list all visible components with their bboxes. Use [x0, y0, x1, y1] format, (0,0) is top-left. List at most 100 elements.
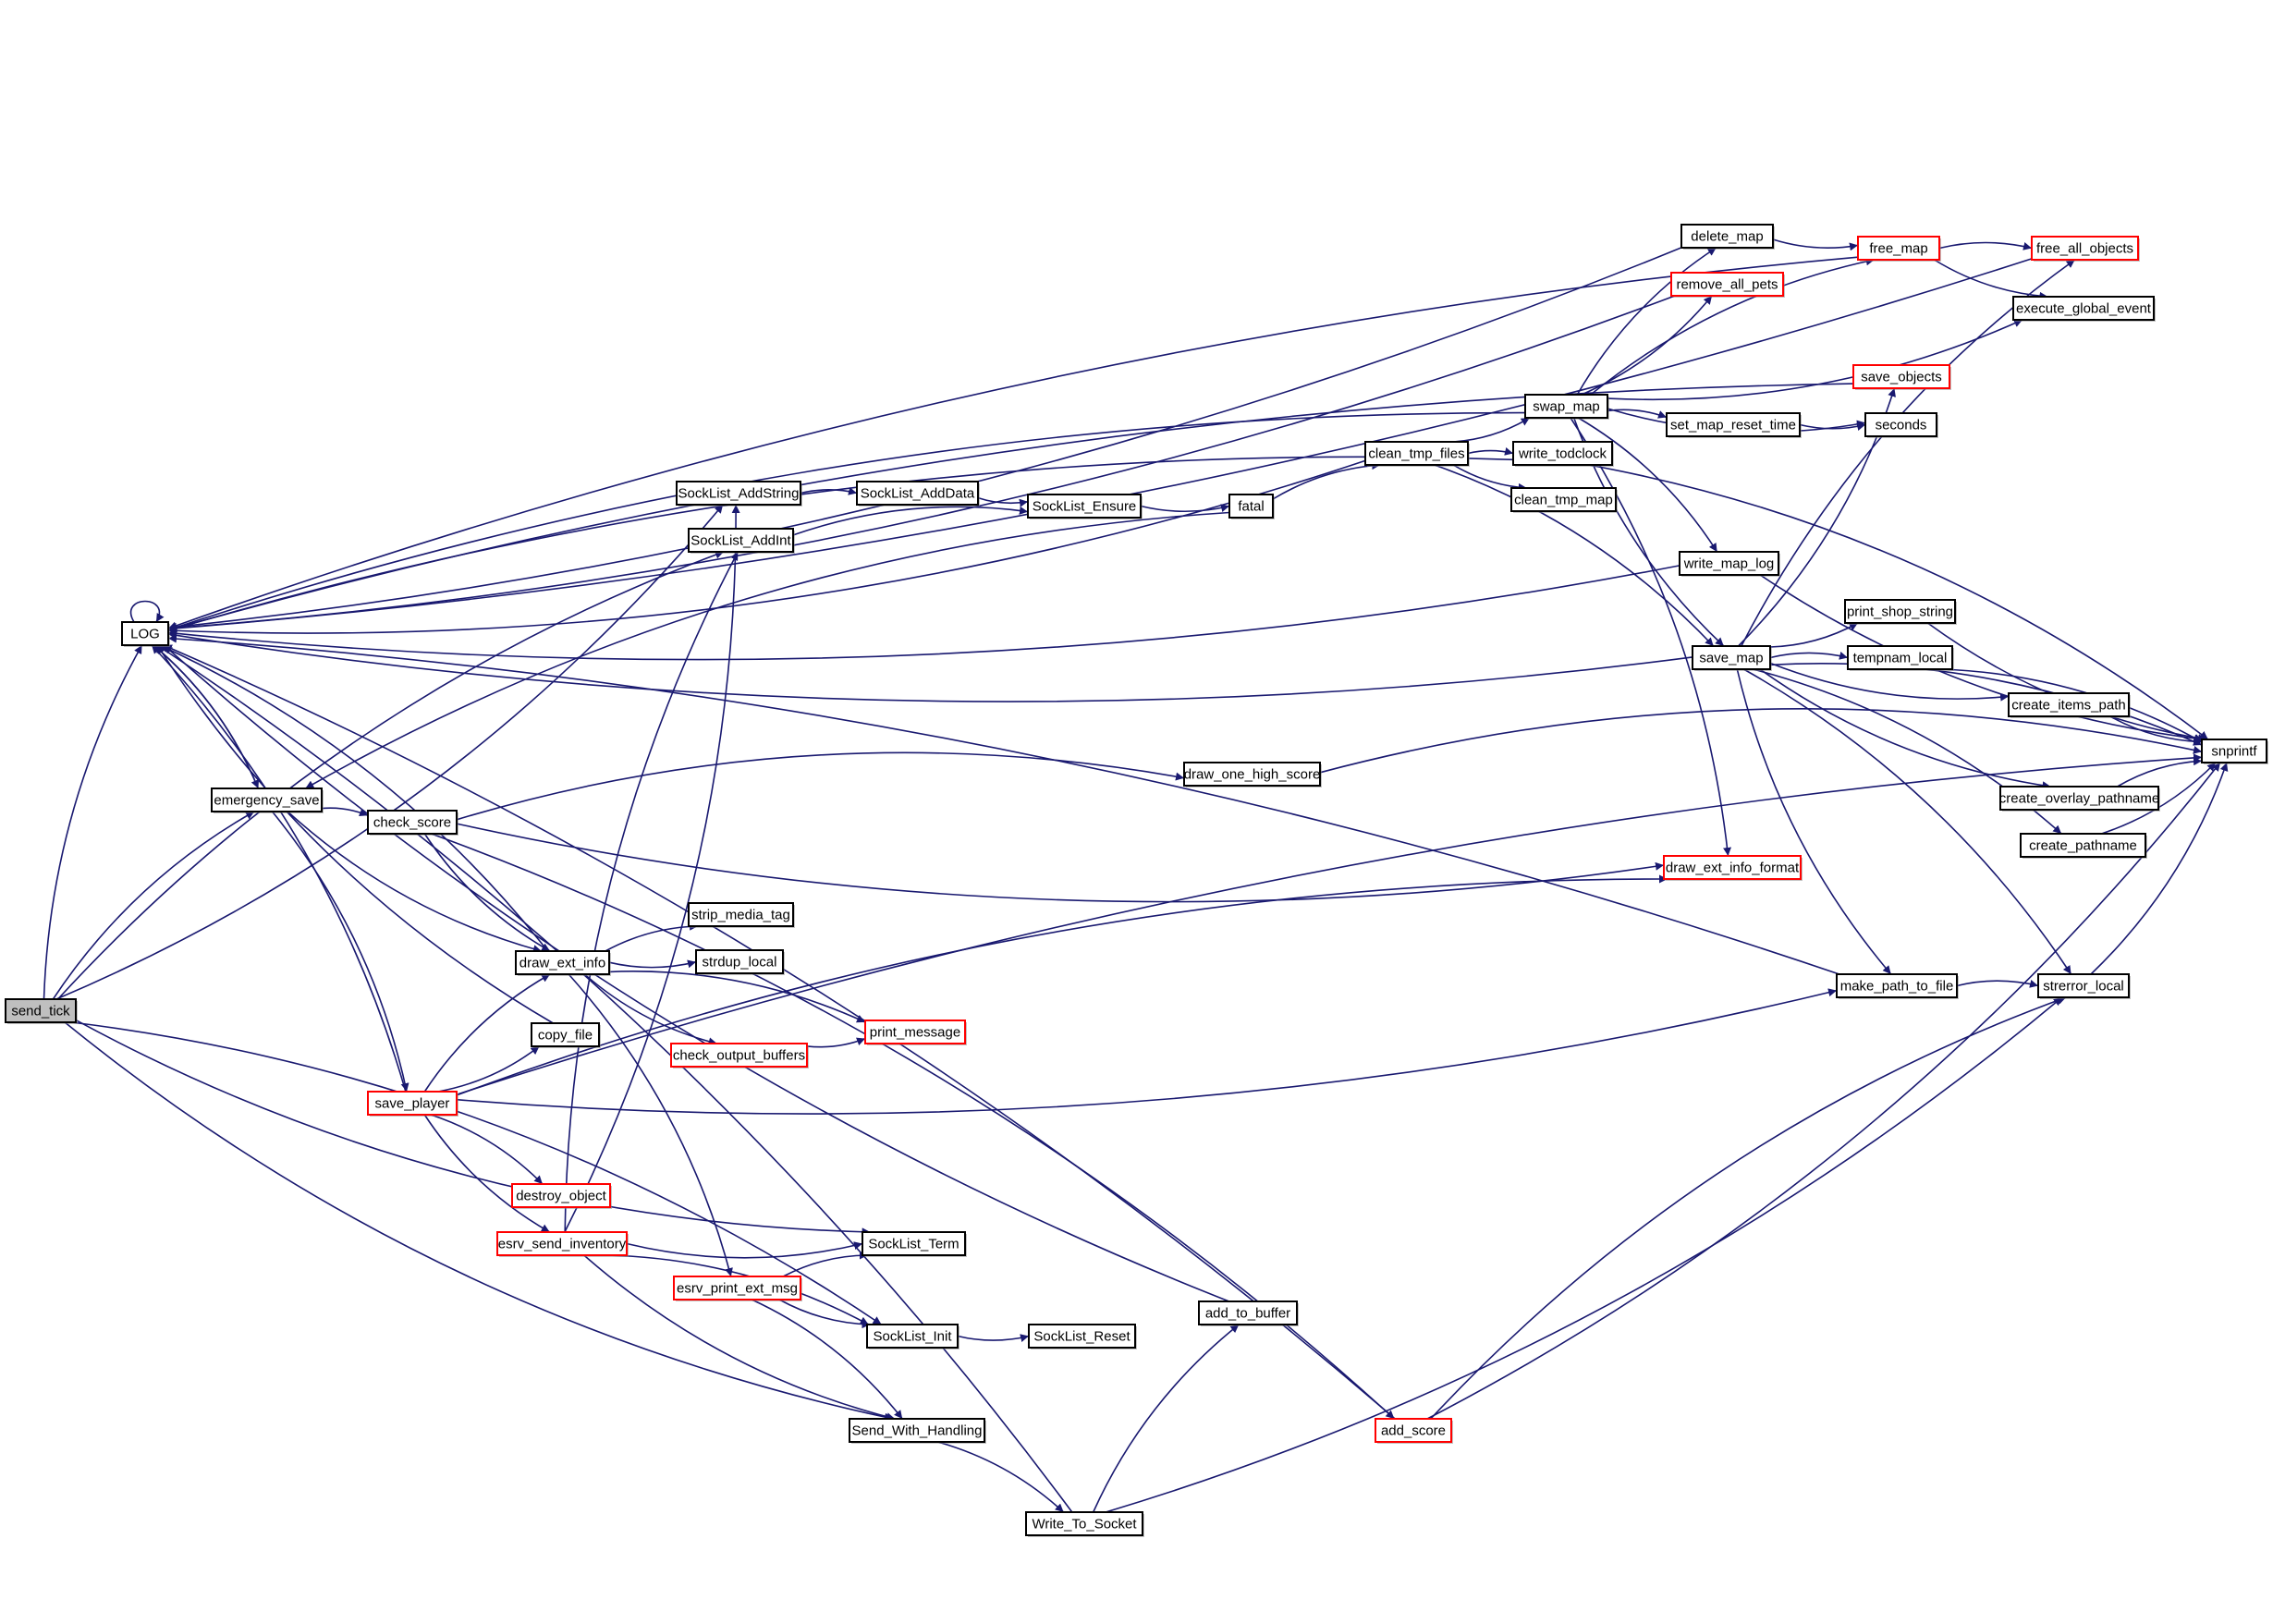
node-box — [862, 1231, 966, 1256]
node-label: SockList_Ensure — [1033, 499, 1137, 515]
node-label: send_tick — [11, 1004, 70, 1020]
node-label: destroy_object — [516, 1189, 606, 1204]
edge-save_map-to-print_shop_string — [1769, 622, 1859, 648]
node-box — [673, 1276, 801, 1300]
node-esrv_send_inventory[interactable]: esrv_send_inventory — [496, 1231, 629, 1257]
node-print_message[interactable]: print_message — [864, 1020, 967, 1045]
node-SockList_AddString[interactable]: SockList_AddString — [676, 481, 802, 507]
node-add_to_buffer[interactable]: add_to_buffer — [1198, 1300, 1299, 1326]
node-draw_ext_info[interactable]: draw_ext_info — [515, 950, 611, 976]
node-strip_media_tag[interactable]: strip_media_tag — [688, 902, 795, 928]
node-box — [2037, 973, 2130, 998]
node-label: swap_map — [1533, 399, 1600, 415]
node-write_map_log[interactable]: write_map_log — [1679, 551, 1780, 577]
node-save_objects[interactable]: save_objects — [1852, 364, 1951, 390]
edge-emergency_save-to-LOG — [153, 644, 260, 789]
node-make_path_to_file[interactable]: make_path_to_file — [1836, 973, 1959, 999]
node-box — [1228, 494, 1274, 519]
edge-save_map-to-strerror_local — [1743, 668, 2072, 975]
edge-save_player-to-esrv_send_inventory — [423, 1114, 551, 1233]
node-copy_file[interactable]: copy_file — [531, 1022, 601, 1048]
edge-send_tick-to-SockList_AddString — [55, 504, 724, 1000]
node-save_map[interactable]: save_map — [1692, 645, 1772, 671]
edge-SockList_AddString-to-SockList_AddData — [800, 487, 858, 495]
edge-create_items_path-to-snprintf — [2109, 715, 2203, 746]
node-label: SockList_Reset — [1033, 1329, 1130, 1345]
node-LOG[interactable]: LOG — [121, 621, 170, 647]
node-box — [2031, 236, 2139, 261]
node-emergency_save[interactable]: emergency_save — [211, 788, 324, 813]
node-remove_all_pets[interactable]: remove_all_pets — [1670, 272, 1785, 298]
node-create_pathname[interactable]: create_pathname — [2020, 833, 2147, 859]
node-execute_global_event[interactable]: execute_global_event — [2012, 296, 2156, 322]
node-box — [1864, 412, 1937, 437]
node-strerror_local[interactable]: strerror_local — [2037, 973, 2131, 999]
node-SockList_AddInt[interactable]: SockList_AddInt — [688, 528, 795, 554]
node-label: Send_With_Handling — [852, 1423, 983, 1439]
node-tempnam_local[interactable]: tempnam_local — [1847, 645, 1954, 671]
node-esrv_print_ext_msg[interactable]: esrv_print_ext_msg — [673, 1276, 802, 1301]
edge-swap_map-to-remove_all_pets — [1581, 295, 1713, 396]
node-write_todclock[interactable]: write_todclock — [1512, 441, 1614, 467]
edge-save_map-to-make_path_to_file — [1736, 668, 1892, 975]
node-box — [1198, 1300, 1298, 1325]
edge-copy_file-to-LOG — [156, 644, 554, 1024]
edge-esrv_send_inventory-to-SockList_AddString — [564, 504, 740, 1233]
edge-check_score-to-draw_ext_info_format — [456, 823, 1665, 903]
node-add_score[interactable]: add_score — [1375, 1418, 1453, 1444]
edge-swap_map-to-draw_ext_info_format — [1570, 417, 1731, 857]
edge-save_player-to-make_path_to_file — [456, 988, 1838, 1115]
node-label: delete_map — [1691, 229, 1763, 245]
node-strdup_local[interactable]: strdup_local — [695, 949, 785, 975]
node-destroy_object[interactable]: destroy_object — [511, 1183, 612, 1209]
edge-Write_To_Socket-to-add_to_buffer — [1092, 1324, 1240, 1513]
edge-add_score-to-snprintf — [1426, 762, 2221, 1420]
node-create_overlay_pathname[interactable]: create_overlay_pathname — [1999, 786, 2160, 812]
node-SockList_Term[interactable]: SockList_Term — [862, 1231, 967, 1257]
node-clean_tmp_files[interactable]: clean_tmp_files — [1364, 441, 1470, 467]
node-box — [531, 1022, 600, 1047]
node-free_map[interactable]: free_map — [1857, 236, 1941, 262]
edge-SockList_AddInt-to-SockList_Ensure — [792, 506, 1029, 536]
node-set_map_reset_time[interactable]: set_map_reset_time — [1666, 412, 1802, 438]
node-SockList_Init[interactable]: SockList_Init — [866, 1324, 959, 1349]
node-label: draw_ext_info — [519, 956, 605, 971]
node-label: SockList_AddString — [678, 486, 800, 502]
node-check_output_buffers[interactable]: check_output_buffers — [670, 1043, 809, 1068]
node-Write_To_Socket[interactable]: Write_To_Socket — [1025, 1511, 1144, 1537]
node-Send_With_Handling[interactable]: Send_With_Handling — [849, 1418, 986, 1444]
edge-fatal-to-emergency_save — [305, 511, 1230, 789]
edge-save_map-to-snprintf — [1769, 663, 2203, 746]
edge-save_player-to-destroy_object — [430, 1114, 544, 1185]
node-box — [1028, 1324, 1136, 1349]
node-swap_map[interactable]: swap_map — [1524, 394, 1609, 420]
node-fatal[interactable]: fatal — [1228, 494, 1275, 519]
edge-draw_ext_info-to-check_output_buffers — [583, 973, 717, 1046]
node-box — [511, 1183, 611, 1208]
edge-add_score-to-strerror_local — [1430, 995, 2067, 1420]
node-label: Write_To_Socket — [1032, 1517, 1137, 1532]
node-SockList_Ensure[interactable]: SockList_Ensure — [1027, 494, 1143, 519]
node-snprintf[interactable]: snprintf — [2201, 739, 2268, 764]
node-save_player[interactable]: save_player — [367, 1091, 458, 1117]
node-label: draw_ext_info_format — [1666, 861, 1800, 876]
node-delete_map[interactable]: delete_map — [1680, 224, 1775, 250]
node-check_score[interactable]: check_score — [367, 810, 458, 836]
node-free_all_objects[interactable]: free_all_objects — [2031, 236, 2140, 262]
node-seconds[interactable]: seconds — [1864, 412, 1938, 438]
node-draw_ext_info_format[interactable]: draw_ext_info_format — [1663, 855, 1803, 881]
nodes-layer: send_tickLOGemergency_savecheck_scoredra… — [5, 224, 2268, 1537]
node-label: print_shop_string — [1847, 604, 1953, 620]
node-label: remove_all_pets — [1676, 277, 1778, 293]
edge-send_tick-to-LOG — [43, 644, 143, 1000]
node-SockList_AddData[interactable]: SockList_AddData — [856, 481, 980, 507]
node-send_tick[interactable]: send_tick — [5, 998, 78, 1024]
node-create_items_path[interactable]: create_items_path — [2008, 692, 2131, 718]
node-print_shop_string[interactable]: print_shop_string — [1844, 599, 1957, 625]
node-SockList_Reset[interactable]: SockList_Reset — [1028, 1324, 1137, 1349]
node-box — [688, 902, 794, 927]
node-label: save_map — [1699, 651, 1763, 666]
edge-delete_map-to-free_map — [1772, 238, 1859, 251]
node-draw_one_high_score[interactable]: draw_one_high_score — [1183, 762, 1322, 788]
node-clean_tmp_map[interactable]: clean_tmp_map — [1510, 487, 1618, 513]
